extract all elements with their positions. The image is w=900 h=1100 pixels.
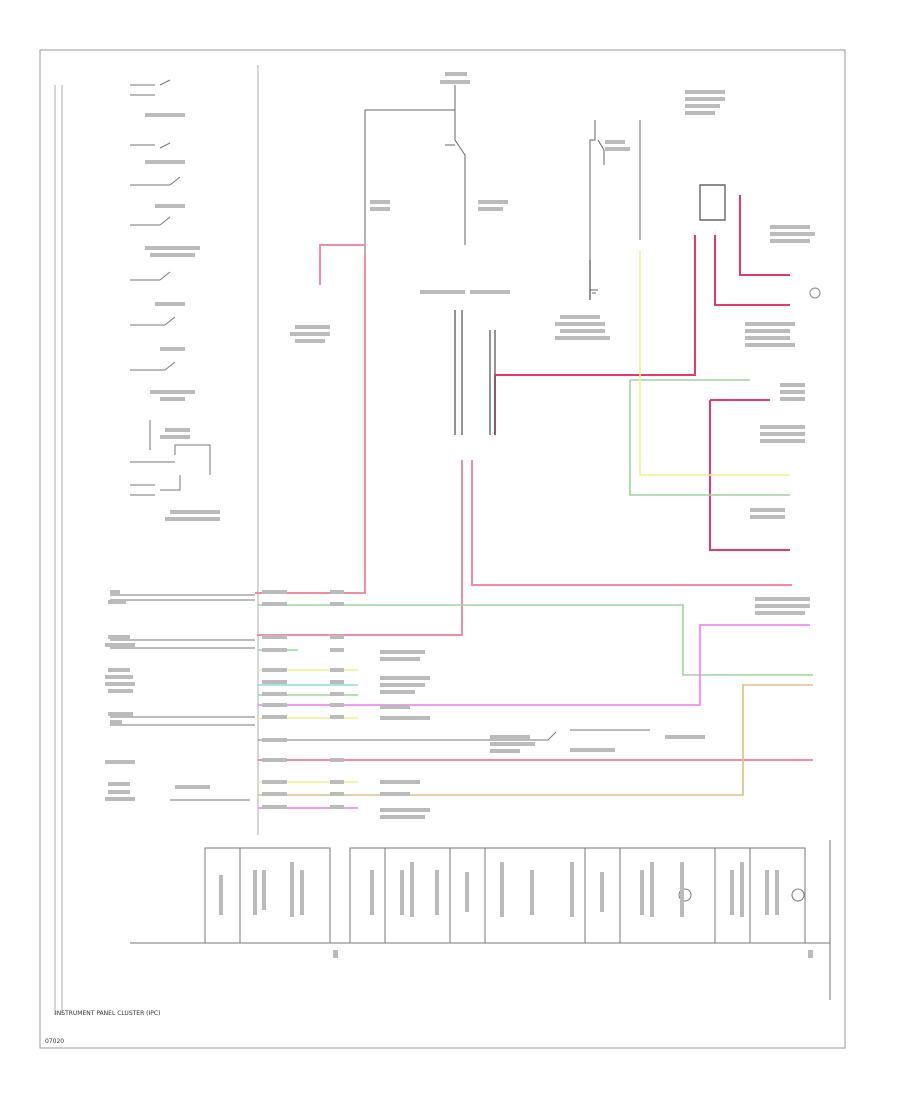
red-wires — [494, 195, 790, 551]
switch-symbol — [130, 142, 171, 149]
bottom-modules — [130, 840, 831, 1000]
top-labels — [290, 72, 815, 615]
diagram-code: 07020 — [45, 1038, 65, 1045]
pin-labels — [262, 590, 705, 819]
switch-symbol — [130, 176, 181, 186]
tan-wires — [258, 684, 813, 796]
left-switch-labels — [145, 113, 220, 521]
switch-symbol — [130, 316, 176, 326]
switch-symbol — [130, 444, 211, 475]
misc-wires — [110, 594, 650, 801]
switch-symbol — [130, 271, 171, 281]
ground-symbol — [590, 289, 598, 294]
splice-symbol — [809, 287, 821, 299]
switch-symbol — [130, 79, 171, 96]
left-signal-labels — [105, 590, 210, 801]
switch-symbol — [130, 361, 176, 371]
panel-title: INSTRUMENT PANEL CLUSTER (IPC) — [55, 1010, 161, 1017]
green-wires — [258, 379, 813, 696]
top-feeds — [364, 85, 641, 260]
left-switch-column — [130, 79, 211, 496]
switch-symbol — [130, 475, 181, 496]
switch-symbol — [130, 216, 171, 226]
bottom-module-labels — [219, 862, 813, 958]
sheet-frame — [39, 49, 846, 1049]
dark-wires — [454, 184, 726, 435]
pink-wires — [255, 244, 813, 761]
